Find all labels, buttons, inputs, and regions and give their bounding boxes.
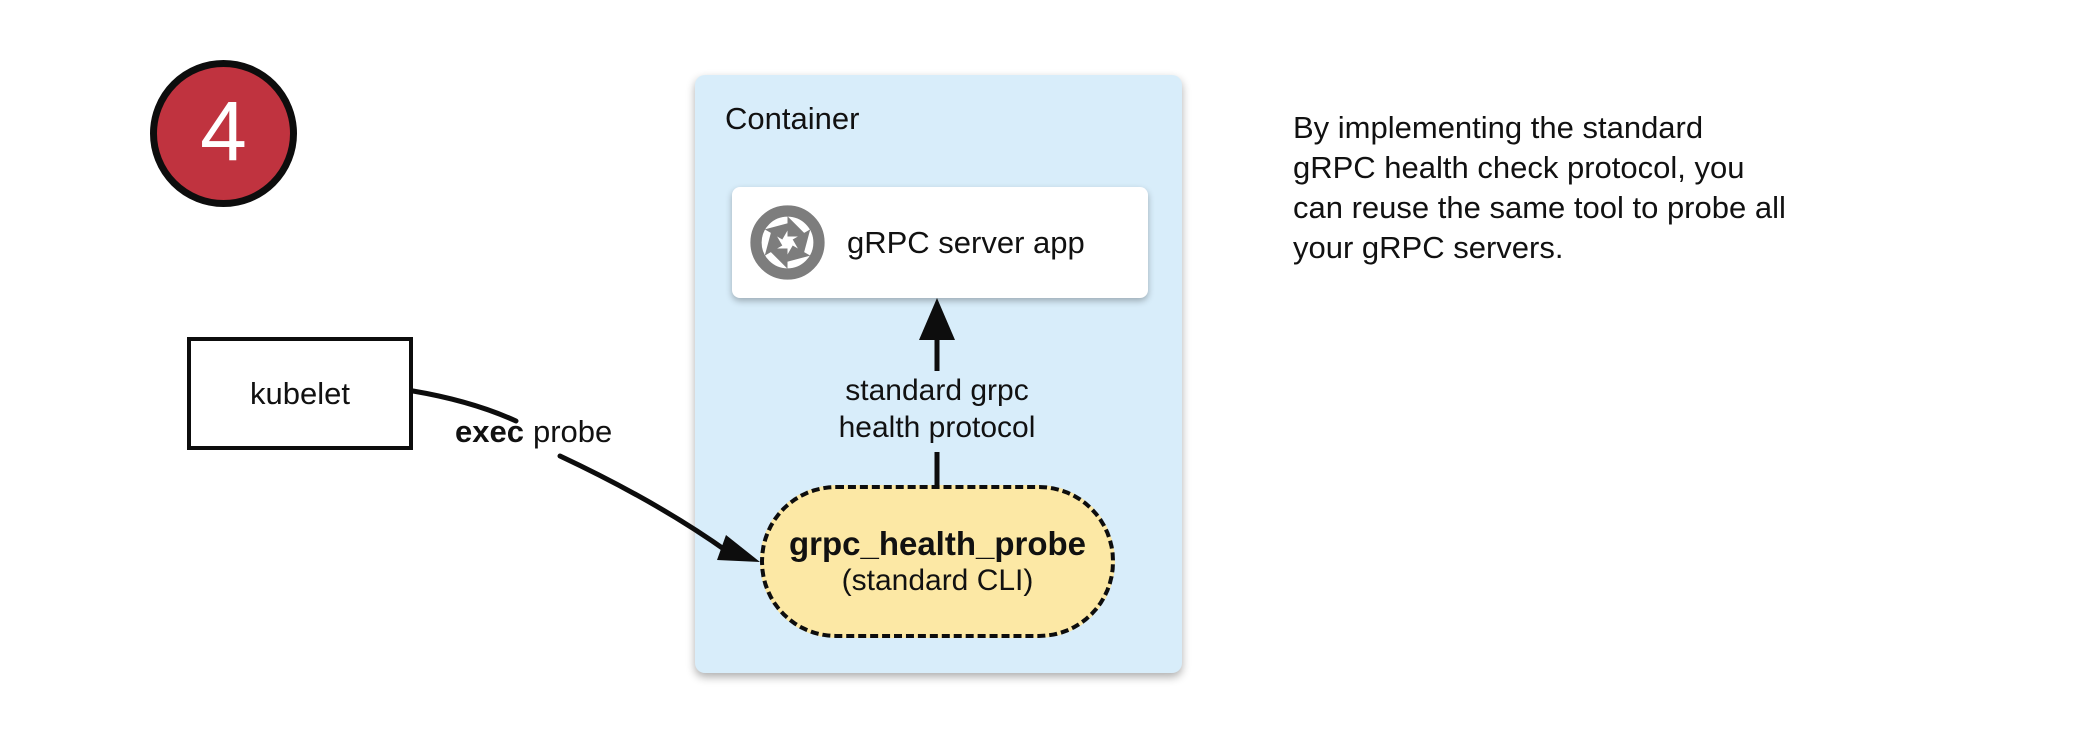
kubelet-label: kubelet xyxy=(250,375,350,411)
container-box: Container gRPC server app gr xyxy=(695,75,1182,673)
grpc-server-app-label: gRPC server app xyxy=(847,224,1085,260)
note-text: By implementing the standard gRPC health… xyxy=(1293,110,1786,265)
grpc-server-app-box: gRPC server app xyxy=(732,187,1148,298)
step-number: 4 xyxy=(200,83,247,178)
container-label: Container xyxy=(725,101,860,136)
aperture-icon xyxy=(750,205,825,280)
grpc-health-probe-subtitle: (standard CLI) xyxy=(841,563,1034,597)
grpc-health-probe-title: grpc_health_probe xyxy=(788,524,1087,562)
exec-probe-label-rest: probe xyxy=(532,414,613,449)
exec-probe-label-bold: exec xyxy=(455,414,524,449)
grpc-health-probe-box: grpc_health_probe (standard CLI) xyxy=(760,485,1115,638)
kubelet-box: kubelet xyxy=(187,337,413,450)
health-protocol-edge-label: standard grpc health protocol xyxy=(838,374,1036,444)
step-badge: 4 xyxy=(150,60,297,207)
